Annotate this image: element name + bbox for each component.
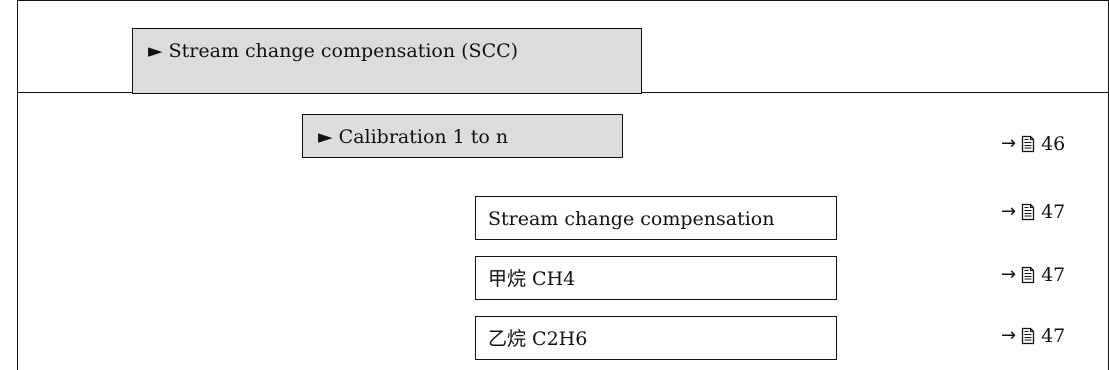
parameter-stream-change-compensation[interactable]: Stream change compensation xyxy=(475,196,837,240)
parameter-methane-ch4[interactable]: 甲烷 CH4 xyxy=(475,256,837,300)
parameter-label: Stream change compensation xyxy=(488,208,775,230)
page-reference[interactable]: → 47 xyxy=(1001,326,1065,346)
parameter-ethane-c2h6[interactable]: 乙烷 C2H6 xyxy=(475,316,837,360)
page-number: 47 xyxy=(1041,324,1066,347)
book-page-icon xyxy=(1021,135,1035,153)
page-reference[interactable]: → 46 xyxy=(1001,134,1065,154)
submenu-label: ► Calibration 1 to n xyxy=(318,126,509,148)
page-number: 46 xyxy=(1041,132,1066,155)
page-reference[interactable]: → 47 xyxy=(1001,202,1065,222)
arrow-right-icon: → xyxy=(1001,133,1017,154)
submenu-label: ► Stream change compensation (SCC) xyxy=(148,40,519,62)
submenu-stream-change-compensation-scc[interactable]: ► Stream change compensation (SCC) xyxy=(132,28,642,94)
parameter-label: 甲烷 CH4 xyxy=(488,268,576,290)
submenu-calibration-1-to-n[interactable]: ► Calibration 1 to n xyxy=(302,114,623,158)
page-number: 47 xyxy=(1041,200,1066,223)
frame-left-rule xyxy=(17,0,18,370)
book-page-icon xyxy=(1021,266,1035,284)
arrow-right-icon: → xyxy=(1001,201,1017,222)
frame-top-rule xyxy=(17,0,1109,1)
arrow-right-icon: → xyxy=(1001,325,1017,346)
arrow-right-icon: → xyxy=(1001,264,1017,285)
page-reference[interactable]: → 47 xyxy=(1001,265,1065,285)
parameter-label: 乙烷 C2H6 xyxy=(488,328,588,350)
page-number: 47 xyxy=(1041,263,1066,286)
book-page-icon xyxy=(1021,327,1035,345)
book-page-icon xyxy=(1021,203,1035,221)
